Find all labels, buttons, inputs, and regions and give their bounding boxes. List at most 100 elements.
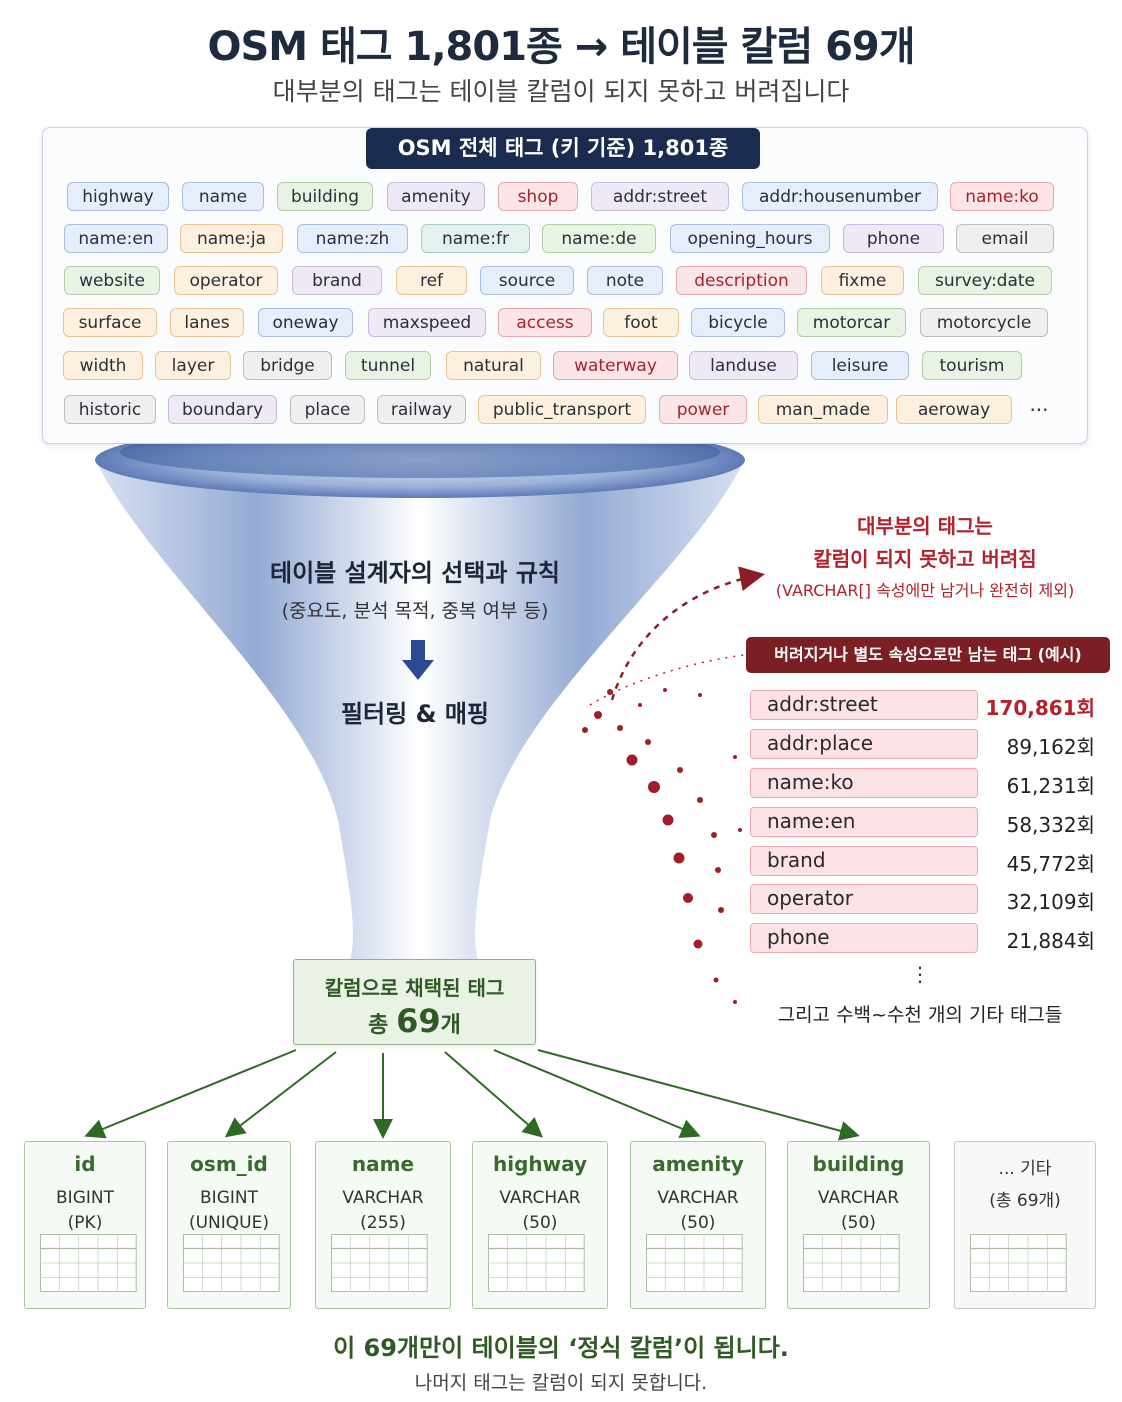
table-grid-icon [803,1234,900,1292]
dropped-examples-ellipsis: ⋮ [910,962,930,986]
selected-total-suffix: 개 [440,1013,461,1038]
table-grid-icon [488,1234,585,1292]
drop-note-line1: 대부분의 태그는 [857,514,993,538]
funnel-body [95,444,745,962]
tag-chip: addr:street [591,182,729,211]
tag-chip: historic [64,395,156,424]
column-type: VARCHAR [499,1188,581,1208]
tag-chip: natural [446,351,541,380]
dropped-tag-row: operator [750,884,978,914]
dropped-dots [582,688,742,1004]
tag-chip: name:en [64,224,168,253]
tag-chip: name:ja [180,224,283,253]
tag-chip: foot [603,308,679,337]
drop-note-line3: (VARCHAR[] 속성에만 남거나 완전히 제외) [775,581,1075,600]
page-subtitle: 대부분의 태그는 테이블 칼럼이 되지 못하고 버려집니다 [272,77,850,106]
dropped-tag-count: 45,772회 [1006,852,1095,876]
column-name: building [812,1152,905,1176]
tag-chip: addr:housenumber [742,182,938,211]
tag-chip: public_transport [478,395,646,424]
column-type: BIGINT [56,1188,114,1208]
tag-chip: landuse [689,351,798,380]
column-type: VARCHAR [342,1188,424,1208]
column-etc-label: ... 기타 [998,1159,1052,1179]
tag-chip: tunnel [345,351,431,380]
funnel-rule-detail: (중요도, 분석 목적, 중복 여부 등) [281,600,549,622]
table-grid-icon [646,1234,743,1292]
tag-chip: bridge [243,351,332,380]
tag-chip: highway [67,182,169,211]
page-title: OSM 태그 1,801종 → 테이블 칼럼 69개 [207,24,915,70]
column-name: amenity [652,1152,744,1176]
tag-chip: amenity [387,182,485,211]
column-constraint: (UNIQUE) [188,1213,269,1233]
funnel-rule-title: 테이블 설계자의 선택과 규칙 [269,559,561,587]
selected-tags-box [293,959,536,1045]
tag-chip: waterway [553,351,678,380]
selected-total-prefix: 총 [368,1013,397,1038]
column-type: VARCHAR [817,1188,900,1208]
dropped-examples-header: 버려지거나 별도 속성으로만 남는 태그 (예시) [746,637,1110,673]
column-constraint: (50) [841,1213,876,1233]
table-grid-icon [183,1234,280,1292]
tag-chip: building [277,182,373,211]
tag-panel-header: OSM 전체 태그 (키 기준) 1,801종 [366,128,760,169]
tag-chip: brand [292,266,382,295]
tag-chip: width [63,351,143,380]
dropped-tag-count: 170,861회 [985,696,1096,720]
dropped-tag-count: 21,884회 [1006,929,1095,953]
tag-chip: operator [174,266,278,295]
tag-chip: lanes [170,308,244,337]
tag-chip: maxspeed [368,308,486,337]
tag-chip: bicycle [691,308,785,337]
tag-chip: railway [377,395,466,424]
column-type: VARCHAR [657,1188,739,1208]
column-name: name [351,1152,415,1176]
column-name: highway [492,1152,588,1176]
tag-chip: motorcar [797,308,906,337]
tag-chip: shop [498,182,578,211]
conclusion: 이 69개만이 테이블의 ‘정식 칼럼’이 됩니다. [333,1334,789,1362]
tag-chip: leisure [811,351,909,380]
tag-chip: email [956,224,1054,253]
table-grid-icon [970,1234,1067,1292]
tag-chip: layer [155,351,231,380]
tag-chip: name:ko [950,182,1054,211]
column-type: BIGINT [200,1188,258,1208]
tag-ellipsis: ··· [1029,398,1049,422]
tag-chip: access [498,308,592,337]
column-name: id [74,1152,96,1176]
tag-chip: opening_hours [670,224,830,253]
dropped-tag-row: addr:place [750,729,978,759]
dropped-tag-row: phone [750,923,978,953]
dropped-tag-count: 61,231회 [1006,774,1095,798]
dropped-tag-count: 58,332회 [1006,813,1095,837]
tag-chip: tourism [922,351,1022,380]
dropped-examples-footer: 그리고 수백~수천 개의 기타 태그들 [777,1004,1063,1026]
dropped-tag-row: addr:street [750,690,978,720]
funnel-filter-label: 필터링 & 매핑 [340,700,490,728]
tag-chip: name [182,182,264,211]
tag-chip: name:zh [297,224,408,253]
drop-note-line2: 칼럼이 되지 못하고 버려짐 [813,547,1037,571]
tag-chip: place [290,395,365,424]
column-constraint: (50) [522,1213,558,1233]
tag-chip: survey:date [918,266,1052,295]
tag-chip: aeroway [896,395,1012,424]
tag-chip: ref [396,266,467,295]
tag-chip: fixme [821,266,904,295]
tag-chip: source [480,266,574,295]
dropped-tag-row: name:en [750,807,978,837]
tag-chip: website [64,266,160,295]
down-arrow-icon [402,640,434,680]
selected-total-count: 69 [396,1002,441,1040]
selected-tags-label: 칼럼으로 채택된 태그 [324,976,505,1000]
column-card-etc: ... 기타(총 69개) [954,1141,1096,1309]
column-constraint: (50) [680,1213,716,1233]
tag-chip: phone [843,224,944,253]
